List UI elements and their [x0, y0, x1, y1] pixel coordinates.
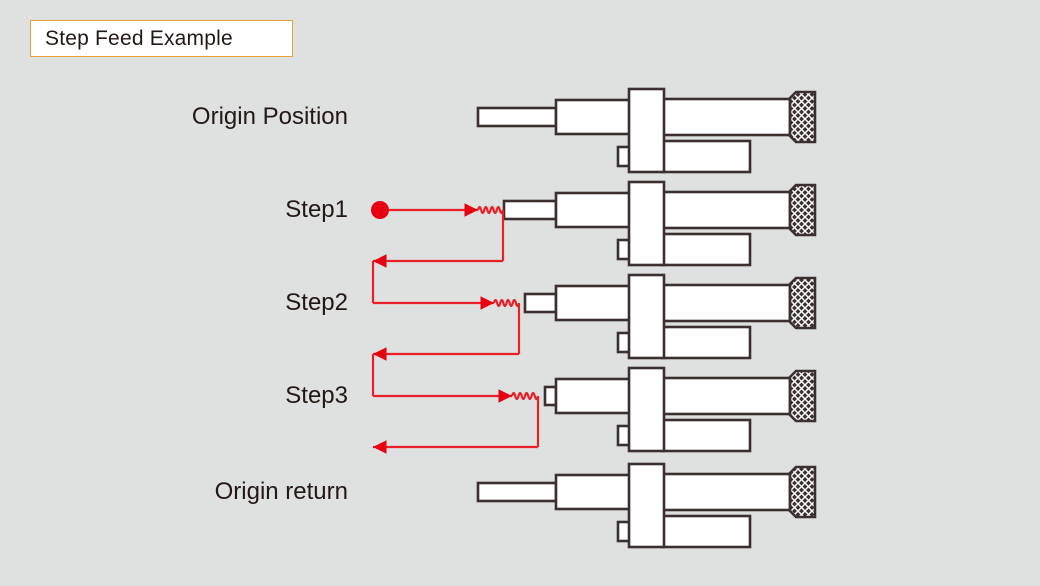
- cylinder-step2: [523, 273, 817, 360]
- row-label-origin-return: Origin return: [214, 478, 348, 505]
- cylinder-origin-return: [476, 462, 817, 549]
- flow-step1-feed: [389, 203, 505, 261]
- flow-step3-feed: [373, 389, 540, 447]
- row-label-step2: Step2: [285, 289, 348, 316]
- flow-return-to-step2: [371, 254, 503, 303]
- row-label-origin-position: Origin Position: [191, 103, 348, 130]
- start-point-marker: [371, 201, 389, 219]
- cylinder-step1: [502, 180, 817, 267]
- flow-return-to-step3: [371, 347, 519, 396]
- flow-return-to-origin: [373, 440, 538, 454]
- cylinder-origin-position: [476, 87, 817, 174]
- row-label-step1: Step1: [285, 196, 348, 223]
- row-label-step3: Step3: [285, 382, 348, 409]
- page-title: Step Feed Example: [45, 26, 233, 50]
- cylinder-step3: [543, 366, 817, 453]
- title-box: Step Feed Example: [30, 20, 293, 57]
- flow-step2-feed: [373, 296, 521, 354]
